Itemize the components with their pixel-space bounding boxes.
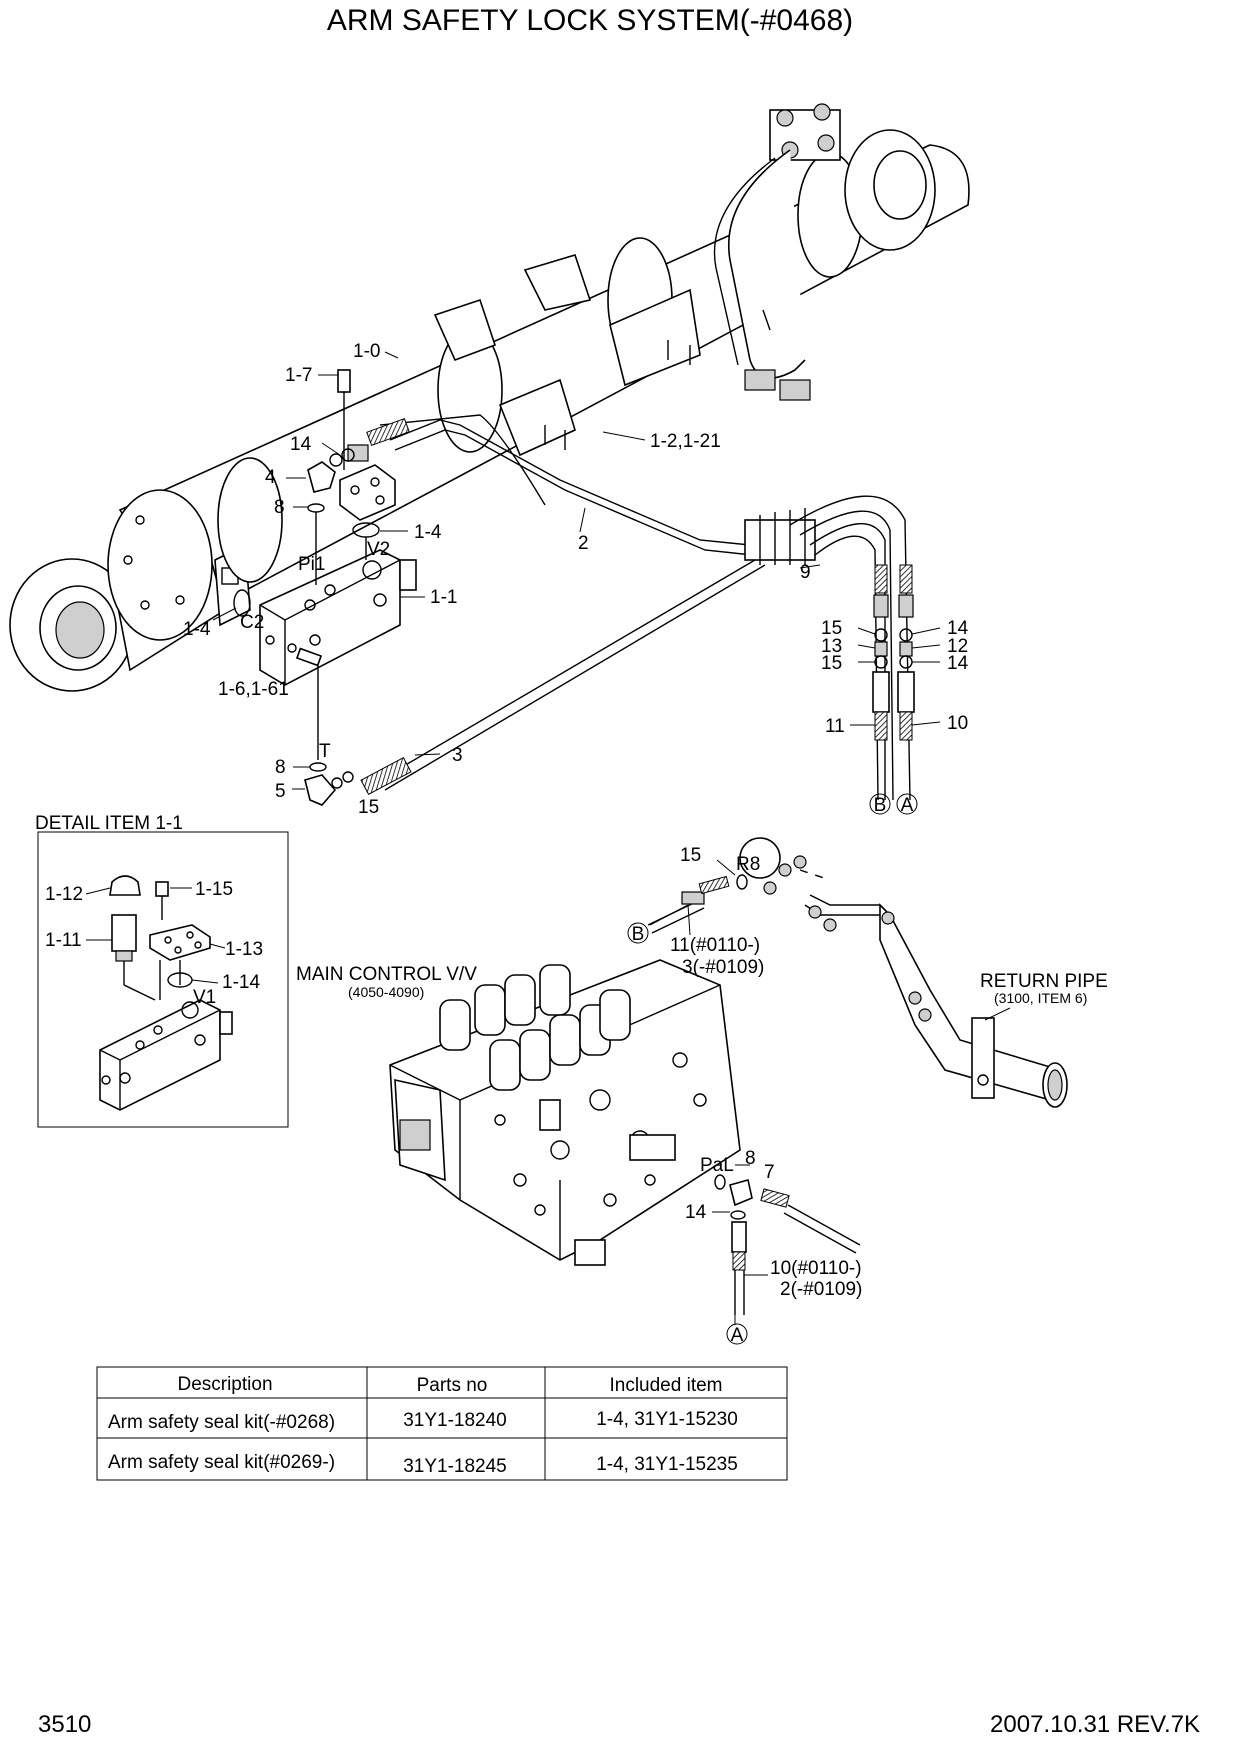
callout-v2: V2 (367, 539, 390, 560)
callout-7: 7 (764, 1162, 775, 1183)
callout-10-0110: 10(#0110-) (770, 1258, 862, 1279)
callout-1-4-side: 1-4 (183, 619, 211, 640)
detail-callout-1-13: 1-13 (225, 939, 263, 960)
callout-1-2-1-21: 1-2,1-21 (650, 431, 721, 452)
callout-14-b: 14 (947, 618, 969, 639)
callout-8: 8 (274, 497, 285, 518)
callout-1-1: 1-1 (430, 587, 457, 608)
detail-callout-1-12: 1-12 (45, 884, 83, 905)
arm-cylinder (9, 103, 970, 692)
main-valve-sub: (4050-4090) (348, 984, 424, 1000)
connector-a: A (901, 795, 914, 816)
callout-13: 13 (821, 636, 842, 657)
table-cell-r2-parts-no: 31Y1-18245 (403, 1456, 507, 1477)
return-pipe-sub: (3100, ITEM 6) (994, 990, 1087, 1006)
safety-valve-1-1 (233, 369, 417, 806)
table-header-included-item: Included item (609, 1375, 722, 1396)
callout-1-0: 1-0 (353, 341, 380, 362)
connector-a-lower: A (731, 1325, 744, 1346)
callout-1-7: 1-7 (285, 365, 312, 386)
return-pipe-label: RETURN PIPE (980, 971, 1108, 992)
callout-11: 11 (825, 716, 845, 737)
callout-12: 12 (947, 636, 968, 657)
callout-8-lower: 8 (275, 757, 286, 778)
callout-c2: C2 (240, 612, 264, 633)
callout-15: 15 (358, 797, 379, 818)
callout-14-d: 14 (685, 1202, 707, 1223)
callout-t: T (319, 741, 331, 762)
callout-5: 5 (275, 781, 286, 802)
parts-table: Description Parts no Included item Arm s… (96, 1366, 788, 1481)
detail-callout-1-11: 1-11 (45, 930, 82, 951)
table-cell-r2-included: 1-4, 31Y1-15235 (596, 1454, 738, 1475)
table-cell-r1-description: Arm safety seal kit(-#0268) (108, 1412, 335, 1433)
callout-3: 3 (452, 745, 463, 766)
main-control-valve (389, 959, 741, 1266)
callout-pal: PaL (700, 1155, 734, 1176)
callout-15-c: 15 (821, 653, 842, 674)
detail-callout-1-15: 1-15 (195, 879, 233, 900)
table-cell-r1-included: 1-4, 31Y1-15230 (596, 1409, 738, 1430)
detail-callout-1-14: 1-14 (222, 972, 260, 993)
callout-r8: R8 (736, 854, 760, 875)
table-cell-r2-description: Arm safety seal kit(#0269-) (108, 1452, 335, 1473)
callout-8-c: 8 (745, 1148, 756, 1169)
callout-1-4-top: 1-4 (414, 522, 442, 543)
leader-lines (85, 351, 1011, 1325)
callout-3-0109: 3(-#0109) (682, 957, 764, 978)
callout-11-0110: 11(#0110-) (670, 935, 760, 956)
callout-2-0109: 2(-#0109) (780, 1279, 862, 1300)
detail-callout-v1: V1 (193, 987, 216, 1008)
main-valve-label: MAIN CONTROL V/V (296, 964, 477, 985)
callout-15-b: 15 (821, 618, 842, 639)
detail-title: DETAIL ITEM 1-1 (35, 813, 183, 834)
callout-15-d: 15 (680, 845, 701, 866)
callout-9: 9 (800, 562, 811, 583)
table-header-parts-no: Parts no (417, 1375, 488, 1396)
callout-14: 14 (290, 434, 312, 455)
connector-b-lower: B (632, 924, 645, 945)
table-cell-r1-parts-no: 31Y1-18240 (403, 1410, 507, 1431)
callout-1-6-1-61: 1-6,1-61 (218, 679, 289, 700)
callout-14-c: 14 (947, 653, 969, 674)
callouts: 1-0 1-7 1-2,1-21 14 4 8 2 1-4 Pi1 V2 1-1… (35, 341, 1108, 1346)
table-header-description: Description (177, 1374, 272, 1395)
diagram-title: ARM SAFETY LOCK SYSTEM(-#0468) (327, 4, 853, 37)
detail-box (37, 831, 289, 1128)
callout-2: 2 (578, 533, 589, 554)
connector-b: B (874, 795, 887, 816)
page-number: 3510 (38, 1711, 91, 1738)
lower-hoses (647, 837, 1068, 1315)
revision: 2007.10.31 REV.7K (990, 1711, 1200, 1738)
callout-10: 10 (947, 713, 968, 734)
callout-pi1: Pi1 (298, 554, 325, 575)
callout-4: 4 (265, 467, 276, 488)
